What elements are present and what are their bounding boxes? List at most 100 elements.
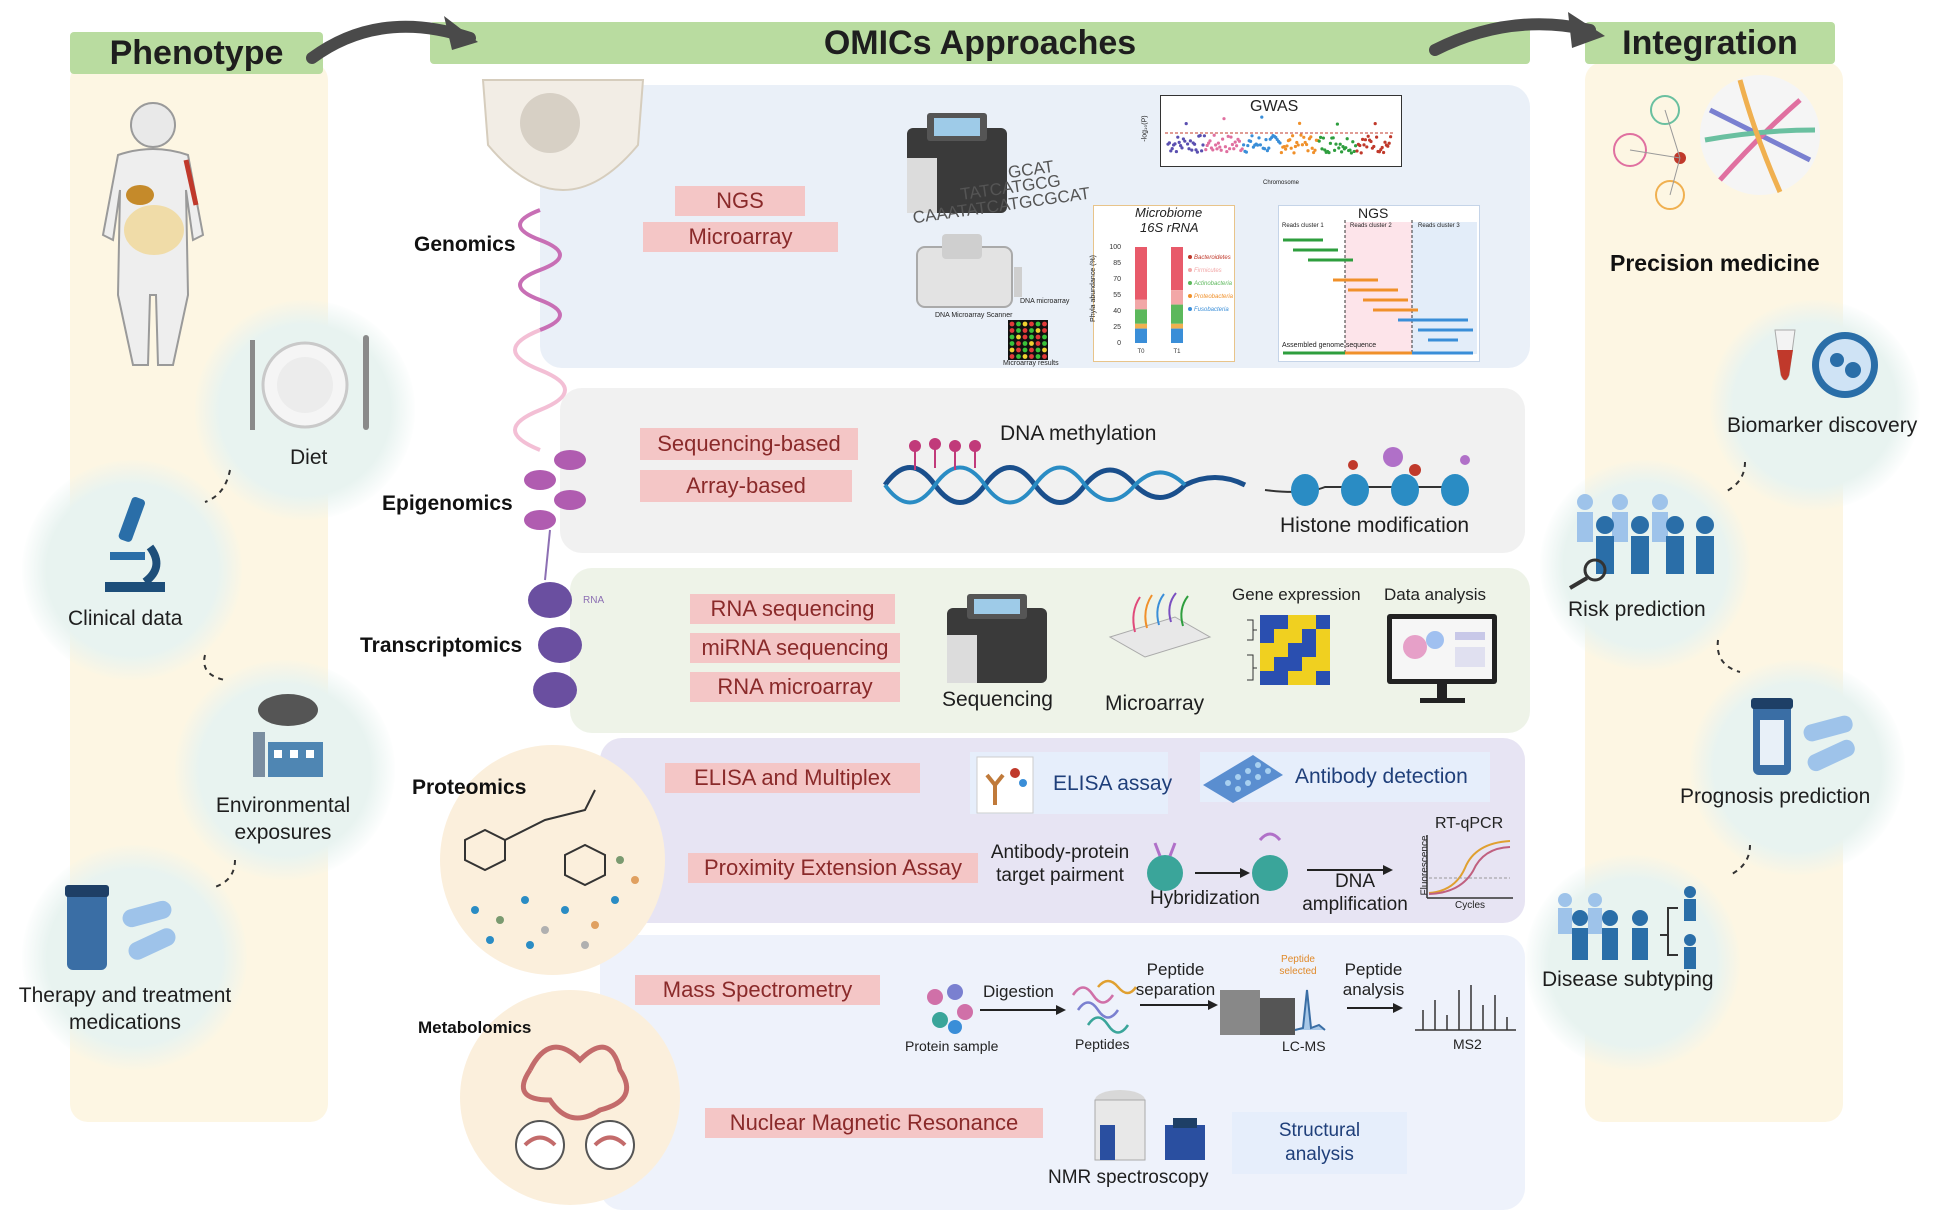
gwas-point [1221, 137, 1225, 141]
microbiome-legend-dot [1188, 281, 1192, 285]
microarray-spot [1016, 334, 1021, 340]
gwas-point [1344, 146, 1348, 150]
microbiome-bar-segment [1135, 323, 1147, 329]
ngs-cluster2-bg [1345, 222, 1412, 354]
dna-microarray-label: DNA microarray [1020, 298, 1070, 305]
gwas-point [1328, 141, 1332, 145]
microarray-spot [1022, 341, 1028, 346]
integration-disease-subtyping: Disease subtyping [1542, 968, 1714, 991]
rtqpcr-curves [1426, 835, 1513, 899]
nucleosome-illustration [1264, 447, 1470, 506]
phenotype-clinical-data: Clinical data [68, 607, 183, 630]
microarray-spot [1042, 347, 1047, 353]
proteomics-bubble [440, 745, 665, 975]
microbiome-legend-dot [1188, 268, 1192, 272]
nmr-instrument-icon [1094, 1090, 1205, 1161]
microbiome-bar-segment [1171, 290, 1183, 305]
gwas-point [1361, 137, 1365, 141]
gwas-point [1214, 143, 1218, 147]
phenotype-dashed-connectors [203, 469, 236, 888]
rna-label: RNA [583, 595, 605, 606]
gwas-point [1358, 143, 1362, 148]
pea-arrow-amplification [1307, 865, 1393, 875]
gwas-point [1309, 135, 1313, 139]
pill-microarray: Microarray [643, 222, 838, 252]
gwas-point [1331, 136, 1335, 140]
microbiome-ytick: 40 [1113, 308, 1121, 315]
gwas-point [1278, 141, 1282, 145]
gwas-point [1256, 143, 1260, 147]
gwas-point [1246, 143, 1250, 148]
gwas-point [1299, 133, 1303, 137]
microarray-scanner-label: DNA Microarray Scanner [935, 312, 1013, 319]
peptides-label: Peptides [1075, 1036, 1130, 1052]
gwas-point [1335, 122, 1339, 126]
pill-elisa-multiplex: ELISA and Multiplex [665, 763, 920, 793]
ngs-cluster3-bg [1412, 222, 1477, 354]
microbiome-legend-entry: Firmicutes [1194, 268, 1222, 274]
gwas-xlabel: Chromosome [1263, 180, 1300, 186]
microarray-spot [1042, 354, 1047, 359]
pill-sequencing-based: Sequencing-based [640, 428, 858, 460]
pill-mass-spectrometry: Mass Spectrometry [635, 975, 880, 1005]
biomarker-circle [1710, 300, 1920, 510]
microarray-scanner-icon [916, 234, 1022, 308]
microarray-results-grid [1008, 320, 1048, 360]
dna-amplification-label: DNA amplification [1302, 871, 1408, 915]
gwas-point [1258, 143, 1262, 147]
microarray-spot [1029, 354, 1034, 359]
microarray-spot [1035, 341, 1041, 346]
network-chord-icon [1613, 75, 1820, 210]
gwas-point [1288, 138, 1292, 142]
gwas-point [1334, 142, 1338, 146]
gwas-point [1366, 134, 1370, 138]
integration-header: Integration [1585, 22, 1835, 64]
gwas-point [1340, 150, 1344, 154]
gwas-point [1305, 142, 1309, 147]
microarray-spot [1022, 354, 1028, 359]
rna-sequencer-icon [947, 594, 1047, 683]
antibody-plate-icon [1203, 755, 1283, 803]
precision-medicine-label: Precision medicine [1610, 250, 1820, 276]
label-metabolomics: Metabolomics [418, 1018, 532, 1037]
gwas-point [1291, 134, 1295, 138]
label-proteomics: Proteomics [412, 776, 527, 799]
gwas-point [1363, 138, 1367, 142]
gwas-point [1219, 148, 1223, 152]
gwas-point [1169, 149, 1173, 153]
prognosis-medication-icon [1751, 698, 1855, 775]
gwas-point [1170, 147, 1174, 151]
heatmap-cell [1288, 657, 1302, 671]
gwas-point [1235, 144, 1239, 148]
microarray-spot [1016, 341, 1021, 346]
gwas-point [1205, 143, 1209, 148]
microarray-spot [1035, 347, 1041, 353]
microbiome-ytick: 85 [1113, 260, 1121, 267]
metabolomics-bubble [460, 990, 680, 1205]
microarray-spot [1042, 321, 1047, 327]
gwas-plot-box [1160, 95, 1402, 167]
gwas-point [1327, 151, 1331, 155]
gwas-point [1319, 135, 1323, 139]
gwas-point [1289, 146, 1293, 150]
gwas-point [1173, 142, 1177, 146]
peptide-selected-label: Peptide selected [1279, 954, 1317, 977]
gwas-point [1242, 143, 1246, 147]
microarray-spot [1022, 328, 1028, 333]
heatmap-cell [1302, 657, 1316, 671]
gwas-manhattan-points [1165, 115, 1395, 155]
gwas-point [1223, 145, 1227, 149]
heatmap-cell [1316, 657, 1330, 671]
gwas-point [1188, 139, 1192, 143]
gwas-point [1285, 144, 1289, 148]
gwas-point [1375, 135, 1379, 139]
microarray-spot [1016, 328, 1021, 333]
gwas-point [1265, 149, 1269, 153]
analysis-arrow [1347, 1003, 1403, 1013]
microscope-icon [105, 497, 165, 592]
gwas-point [1225, 149, 1229, 154]
gwas-point [1380, 145, 1384, 150]
gwas-point [1263, 147, 1267, 151]
microbiome-bar-segment [1135, 328, 1147, 343]
peptides-icon [1071, 979, 1138, 1034]
